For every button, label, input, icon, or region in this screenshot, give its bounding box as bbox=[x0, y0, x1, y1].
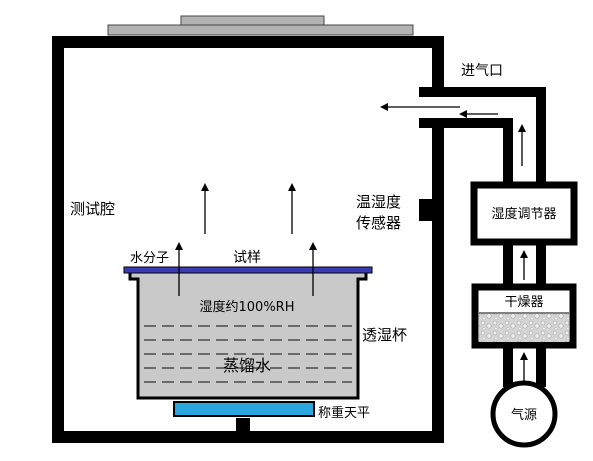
dryer-desiccant bbox=[479, 314, 569, 342]
sensor-label-line1: 温湿度 bbox=[356, 193, 401, 211]
gas-source-circle bbox=[490, 380, 558, 448]
sample-label: 试样 bbox=[233, 250, 261, 266]
humidity-sensor bbox=[419, 199, 432, 221]
humidity-regulator-box bbox=[470, 181, 578, 246]
vapor-arrows bbox=[175, 183, 317, 296]
chamber-lid bbox=[180, 15, 325, 26]
balance-label: 称重天平 bbox=[318, 405, 370, 421]
water-molecules-label: 水分子 bbox=[130, 251, 169, 266]
humidity-regulator-label: 湿度调节器 bbox=[491, 206, 556, 222]
inlet-label: 进气口 bbox=[461, 63, 503, 79]
cup-label: 透湿杯 bbox=[362, 326, 407, 344]
chamber-lid-base bbox=[107, 24, 414, 36]
supply-pipe bbox=[503, 242, 546, 387]
water-surface-lines bbox=[144, 325, 352, 383]
test-chamber-walls bbox=[52, 36, 444, 443]
test-chamber-label: 测试腔 bbox=[70, 200, 115, 218]
humidity-inside-label: 湿度约100%RH bbox=[200, 299, 295, 315]
balance-stand bbox=[236, 418, 250, 432]
cup-body bbox=[128, 270, 368, 400]
balance-pan bbox=[173, 401, 315, 417]
distilled-water-label: 蒸馏水 bbox=[223, 356, 271, 375]
dryer-label: 干燥器 bbox=[504, 295, 543, 310]
sensor-label-line2: 传感器 bbox=[356, 214, 401, 232]
gas-source-label: 气源 bbox=[511, 407, 537, 423]
sample-film bbox=[123, 266, 373, 274]
inlet-pipe bbox=[419, 87, 546, 185]
